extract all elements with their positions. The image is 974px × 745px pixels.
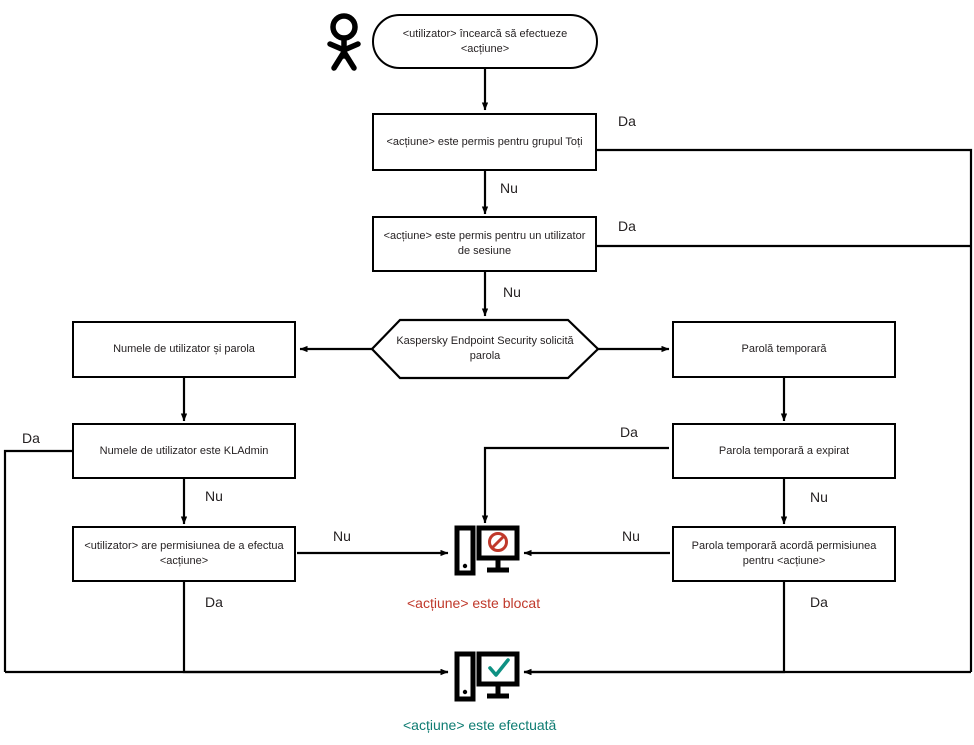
edge-label-grants-no: Nu <box>622 528 640 544</box>
person-icon <box>327 13 361 71</box>
node-temporary-password-expired[interactable]: Parola temporară a expirat <box>672 423 896 479</box>
edge-label-expired-no: Nu <box>810 489 828 505</box>
node-user-has-permission[interactable]: <utilizator> are permisiunea de a efectu… <box>72 526 296 582</box>
node-kes-requests-password-label: Kaspersky Endpoint Security solicită par… <box>396 335 574 362</box>
node-start-label: <utilizator> încearcă să efectueze <acți… <box>402 27 568 55</box>
hexagon-shape <box>370 318 600 380</box>
edge-label-grants-yes: Da <box>810 594 828 610</box>
computer-blocked-icon <box>454 525 520 576</box>
node-username-is-kladmin[interactable]: Numele de utilizator este KLAdmin <box>72 423 296 479</box>
edge-grants-yes <box>523 582 786 676</box>
edge-expired-yes <box>481 446 669 524</box>
node-kes-requests-password[interactable]: Kaspersky Endpoint Security solicită par… <box>372 320 598 378</box>
node-allowed-everyone-label: <acțiune> este permis pentru grupul Toți <box>386 135 583 148</box>
computer-check-icon <box>454 651 520 702</box>
edge-label-kladmin-yes: Da <box>22 430 40 446</box>
node-start[interactable]: <utilizator> încearcă să efectueze <acți… <box>372 14 598 69</box>
edge-label-session-yes: Da <box>618 218 636 234</box>
edge-label-permission-yes: Da <box>205 594 223 610</box>
node-allowed-session-user[interactable]: <acțiune> este permis pentru un utilizat… <box>372 216 597 272</box>
node-allowed-session-user-label: <acțiune> este permis pentru un utilizat… <box>383 230 586 257</box>
edge-label-everyone-no: Nu <box>500 180 518 196</box>
terminal-label-allowed: <acțiune> este efectuată <box>403 717 557 733</box>
node-temporary-password-label: Parolă temporară <box>741 343 827 356</box>
edge-everyone-yes <box>597 148 973 672</box>
edge-label-session-no: Nu <box>503 284 521 300</box>
node-username-and-password[interactable]: Numele de utilizator și parola <box>72 321 296 378</box>
node-allowed-everyone[interactable]: <acțiune> este permis pentru grupul Toți <box>372 113 597 171</box>
terminal-label-blocked: <acțiune> este blocat <box>407 595 541 611</box>
node-temporary-password-grants-label: Parola temporară acordă permisiunea pent… <box>691 540 877 567</box>
edge-kladmin-yes <box>3 449 72 672</box>
node-username-and-password-label: Numele de utilizator și parola <box>113 343 255 356</box>
node-temporary-password-expired-label: Parola temporară a expirat <box>718 444 850 457</box>
node-user-has-permission-label: <utilizator> are permisiunea de a efectu… <box>84 540 284 567</box>
node-temporary-password-grants[interactable]: Parola temporară acordă permisiunea pent… <box>672 526 896 582</box>
edge-label-kladmin-no: Nu <box>205 488 223 504</box>
node-username-is-kladmin-label: Numele de utilizator este KLAdmin <box>99 444 269 457</box>
edge-label-everyone-yes: Da <box>618 113 636 129</box>
edge-label-permission-no: Nu <box>333 528 351 544</box>
edge-label-expired-yes: Da <box>620 424 638 440</box>
node-temporary-password[interactable]: Parolă temporară <box>672 321 896 378</box>
